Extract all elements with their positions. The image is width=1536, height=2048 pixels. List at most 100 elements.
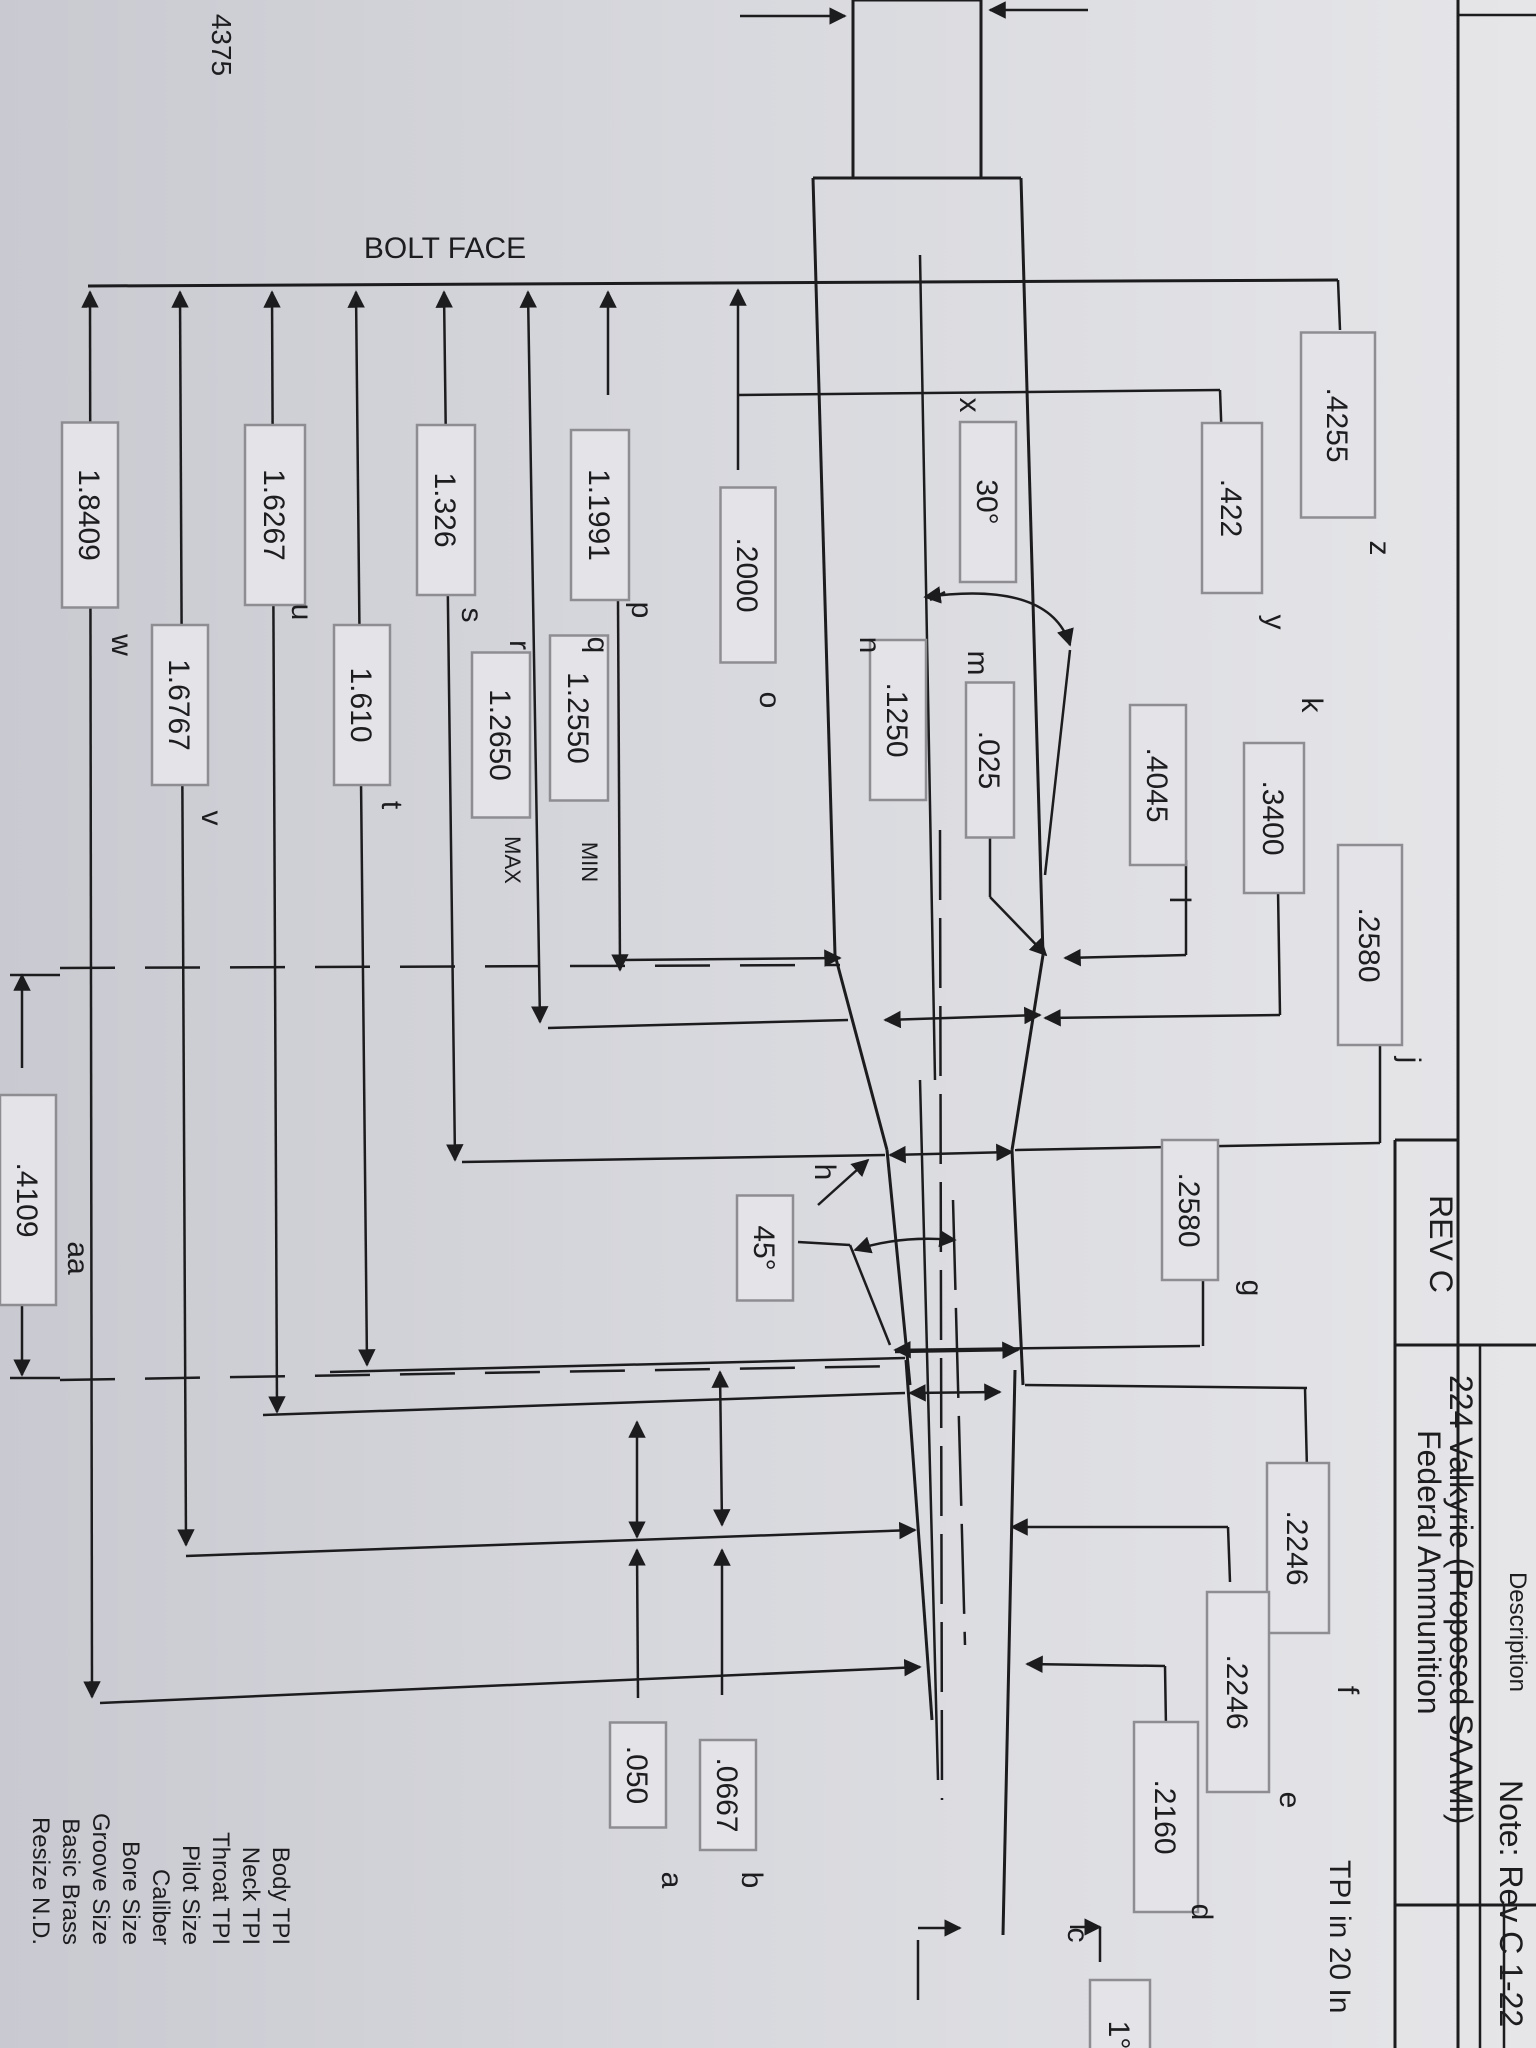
shoulder-upper bbox=[1010, 954, 1045, 1151]
title-block bbox=[1393, 1138, 1536, 2048]
dimension-letter-e: e bbox=[1273, 1792, 1306, 1809]
dimension-box-h: 45° bbox=[735, 1194, 795, 1302]
dimension-box-frame bbox=[719, 486, 777, 664]
dimension-value-z: .4255 bbox=[1320, 387, 1353, 462]
dimension-letter-c: c bbox=[1061, 1928, 1094, 1943]
dimension-box-t: 1.610 bbox=[332, 623, 392, 787]
dimension-letter-r: r bbox=[503, 640, 536, 650]
dimension-letter-l: l bbox=[1163, 897, 1196, 904]
dimension-letter-k: k bbox=[1295, 698, 1328, 714]
dimension-letter-j: j bbox=[1393, 1056, 1426, 1064]
dimension-box-frame bbox=[60, 421, 120, 609]
dimension-value-x: 30° bbox=[970, 479, 1003, 524]
dimension-letter-o: o bbox=[753, 692, 786, 709]
dimension-value-l: .4045 bbox=[1140, 747, 1173, 822]
dimension-box-frame bbox=[1200, 421, 1264, 595]
dimension-value-h: 45° bbox=[747, 1225, 780, 1270]
dimension-box-y: .422 bbox=[1200, 421, 1264, 595]
dimension-box-frame bbox=[1128, 703, 1188, 867]
shoulder-lower bbox=[833, 954, 889, 1151]
dimension-lines bbox=[81, 279, 1342, 1705]
dimension-box-o: .2000 bbox=[719, 486, 777, 664]
dimension-value-u: 1.6267 bbox=[257, 469, 290, 561]
dimension-box-frame bbox=[735, 1194, 795, 1302]
dimension-value-a: .050 bbox=[620, 1746, 653, 1804]
dimension-labels: .4255 .422 30° 1.1991 .2000 1.326 1.6267 1.8409… bbox=[0, 331, 1404, 2048]
right-leaders bbox=[10, 1, 1382, 2000]
dimension-value-q: 1.2550 bbox=[561, 672, 594, 764]
dimension-box-frame bbox=[1336, 843, 1404, 1047]
dimension-box-frame bbox=[1265, 1461, 1331, 1635]
dimension-box-z: .4255 bbox=[1299, 331, 1377, 519]
dimension-letter-x: x bbox=[953, 398, 986, 413]
dimension-value-m: .025 bbox=[972, 731, 1005, 789]
dimension-value-n: .1250 bbox=[880, 682, 913, 757]
dimension-value-r: 1.2650 bbox=[483, 689, 516, 781]
dimension-value-s: 1.326 bbox=[428, 472, 461, 547]
dimension-value-y: .422 bbox=[1214, 479, 1247, 537]
dimension-value-t: 1.610 bbox=[344, 667, 377, 742]
dimension-letter-aa: aa bbox=[61, 1241, 94, 1275]
dimension-box-frame bbox=[415, 423, 477, 597]
dimension-box-frame bbox=[332, 623, 392, 787]
dimension-value-g: .2580 bbox=[1172, 1172, 1205, 1247]
tpi-row-label: Caliber bbox=[147, 1869, 174, 1945]
dimension-box-q: 1.2550 bbox=[548, 634, 610, 802]
dimension-letter-q: q bbox=[581, 637, 614, 654]
dimension-letter-p: p bbox=[625, 602, 658, 619]
dimension-box-w: 1.8409 bbox=[60, 421, 120, 609]
dimension-box-u: 1.6267 bbox=[243, 423, 307, 607]
centerline bbox=[938, 829, 944, 1801]
dimension-box-k: .3400 bbox=[1242, 741, 1306, 895]
dimension-box-f: .2246 bbox=[1265, 1461, 1331, 1635]
dimension-letter-s: s bbox=[455, 608, 488, 623]
dimension-box-frame bbox=[868, 638, 928, 802]
dimension-box-d: .2160 bbox=[1132, 1720, 1200, 1914]
dimension-value-v: 1.6767 bbox=[162, 659, 195, 751]
tpi-header: TPI in 20 In bbox=[1323, 1860, 1356, 2013]
dimension-box-b: .0667 bbox=[698, 1738, 758, 1852]
dimension-value-j: .2580 bbox=[1352, 907, 1385, 982]
dimension-box-p: 1.1991 bbox=[569, 428, 631, 602]
revision-label: REV C bbox=[1423, 1195, 1459, 1293]
dimension-value-e: .2246 bbox=[1220, 1654, 1253, 1729]
dimension-qualifier-r: MAX bbox=[500, 836, 525, 884]
tool-shank bbox=[851, 0, 983, 180]
dimension-box-frame bbox=[1160, 1138, 1220, 1282]
body-wall-lower bbox=[811, 177, 837, 956]
dimension-value-o: .2000 bbox=[730, 537, 763, 612]
dimension-box-a: .050 bbox=[608, 1721, 668, 1829]
dimension-value-k: .3400 bbox=[1256, 780, 1289, 855]
dimension-letter-g: g bbox=[1235, 1280, 1268, 1297]
dimension-box-frame bbox=[964, 681, 1016, 839]
dimension-letter-b: b bbox=[735, 1872, 768, 1889]
dimension-letter-f: f bbox=[1331, 1686, 1364, 1695]
dimension-letter-y: y bbox=[1258, 615, 1291, 630]
tpi-row-label: Throat TPI bbox=[207, 1832, 234, 1945]
dimension-letter-v: v bbox=[195, 811, 228, 826]
dimension-box-l: .4045 bbox=[1128, 703, 1188, 867]
dimension-qualifier-q: MIN bbox=[577, 842, 602, 882]
dimension-box-frame bbox=[1242, 741, 1306, 895]
tpi-row-label: Bore Size bbox=[117, 1841, 144, 1945]
throat-upper bbox=[1001, 1369, 1017, 1936]
dimension-box-frame bbox=[243, 423, 307, 607]
dimension-box-g: .2580 bbox=[1160, 1138, 1220, 1282]
dimension-box-m: .025 bbox=[964, 681, 1016, 839]
revision-note: Note: Rev C 1-22 bbox=[1493, 1780, 1529, 2027]
dimension-box-aa: .4109 bbox=[0, 1093, 58, 1307]
tpi-row-label: Body TPI bbox=[267, 1847, 294, 1945]
neck-upper bbox=[1010, 1149, 1025, 1386]
dimension-box-v: 1.6767 bbox=[150, 623, 210, 787]
dimension-box-frame bbox=[150, 623, 210, 787]
dimension-letter-h: h bbox=[808, 1164, 841, 1181]
dimension-box-s: 1.326 bbox=[415, 423, 477, 597]
dimension-box-frame bbox=[470, 651, 532, 819]
body-wall-upper bbox=[1019, 177, 1045, 956]
tpi-row-label: Resize N.D. bbox=[27, 1817, 54, 1945]
dimension-box-frame bbox=[698, 1738, 758, 1852]
dimension-box-r: 1.2650 bbox=[470, 651, 532, 819]
tpi-row-label: Neck TPI bbox=[237, 1847, 264, 1945]
